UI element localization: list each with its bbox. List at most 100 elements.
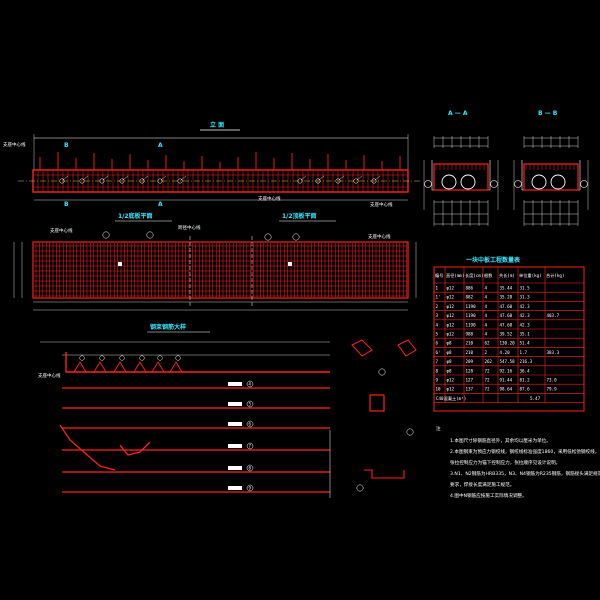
bar-tag-number: 9: [249, 486, 252, 491]
table-cell: 988: [466, 332, 474, 337]
table-cell: 73.0: [547, 378, 558, 383]
anchor-leader: [62, 175, 69, 181]
table-cell: 5: [436, 332, 439, 337]
elevation-view: 立 面 B A B A 支座中心线 支座中心线 支座中心线: [3, 121, 420, 208]
bar-tag-number: 6: [249, 422, 252, 427]
table-cell: 31.3: [520, 295, 531, 300]
note-line: 张拉控制应力为锚下控制应力，张拉顺序见设计说明。: [450, 459, 560, 466]
bar-tag-circle: [246, 464, 254, 472]
table-cell: φ12: [447, 378, 455, 383]
table-header-cell: 编号: [435, 272, 443, 279]
anchor-leader: [122, 175, 129, 181]
table-cell: 4.20: [500, 350, 511, 355]
table-cell: 1: [436, 286, 439, 291]
table-header-cell: 根数: [484, 272, 493, 279]
anchor-leader: [180, 175, 187, 181]
table-cell: 35.1: [520, 332, 531, 337]
bar-tag: [228, 486, 242, 490]
hook-marker: [175, 355, 181, 361]
table-header-cell: 长度(cm): [465, 272, 483, 279]
anchor-leader: [338, 175, 345, 181]
anchor-leader: [356, 175, 363, 181]
bar-tag: [228, 402, 242, 406]
table-cell: 47.60: [500, 313, 513, 318]
elevation-left-label: 支座中心线: [3, 141, 26, 148]
quantity-table: 一块中板工程数量表 编号直径(mm)长度(cm)根数共长(m)单位重(kg)合计…: [433, 256, 585, 412]
table-cell: 92.16: [500, 368, 513, 373]
table-cell: 47.60: [500, 304, 513, 309]
table-cell: 2: [436, 304, 439, 309]
table-footer-label: C40混凝土(m³): [436, 395, 466, 402]
table-cell: 7: [436, 359, 439, 364]
bar-tag-circle: [246, 380, 254, 388]
bar-tag: [228, 382, 242, 386]
table-cell: 42.3: [520, 322, 531, 327]
plan-left-label: 支座中心线: [50, 227, 73, 234]
table-cell: φ12: [447, 286, 455, 291]
table-header-cell: 直径(mm): [446, 272, 464, 278]
table-cell: 4: [436, 322, 439, 327]
table-cell: 8: [436, 368, 439, 373]
table-cell: 128: [466, 368, 474, 373]
note-line: 1.本图尺寸除钢筋直径外，其余均以厘米为单位。: [450, 437, 551, 444]
bar-tag-number: 5: [249, 402, 252, 407]
table-cell: 9: [436, 378, 439, 383]
table-cell: 1.7: [520, 350, 528, 355]
table-cell: φ12: [447, 295, 455, 300]
notes-block: 注 1.本图尺寸除钢筋直径外，其余均以厘米为单位。2.本图钢束为预应力钢绞线，钢…: [436, 425, 600, 499]
detail-left-label: 支座中心线: [38, 372, 61, 379]
section-bb: B — B: [513, 110, 589, 226]
table-cell: 209: [466, 359, 474, 364]
table-cell: φ8: [447, 359, 453, 364]
table-cell: 62: [485, 341, 491, 346]
table-cell: 91.44: [500, 378, 513, 383]
elevation-title: 立 面: [210, 121, 224, 129]
rebar-hook: [73, 361, 87, 373]
bar-tag-number: 7: [249, 444, 252, 449]
table-cell: 36.4: [520, 368, 531, 373]
plan-left-title: 1/2底板平面: [118, 212, 153, 220]
table-cell: 4: [485, 304, 488, 309]
table-cell: φ12: [447, 332, 455, 337]
anchor-leader: [374, 175, 381, 181]
table-cell: 98.64: [500, 387, 513, 392]
elevation-right-label: 支座中心线: [370, 201, 393, 208]
note-line: 3.N1、N2钢筋为HRB335，N3、N4钢筋为R235钢筋，钢筋接头满足规范: [450, 470, 600, 477]
table-cell: 4: [485, 295, 488, 300]
rebar-hook: [169, 361, 183, 373]
hook-marker: [79, 355, 85, 361]
table-cell: 6': [436, 350, 441, 355]
table-cell: φ12: [447, 304, 455, 309]
table-cell: 39.52: [500, 332, 513, 337]
table-cell: 127: [466, 378, 474, 383]
table-cell: 35.44: [500, 286, 513, 291]
hook-marker: [139, 355, 145, 361]
table-header-cell: 合计(kg): [546, 272, 564, 279]
table-cell: 403.7: [547, 313, 560, 318]
table-cell: 886: [466, 286, 474, 291]
section-aa-title: A — A: [448, 110, 468, 117]
section-mark-a-bottom: A: [158, 201, 163, 208]
table-cell: 72: [485, 378, 491, 383]
anchor-leader: [82, 175, 89, 181]
table-cell: 130.20: [500, 341, 516, 346]
table-cell: 262: [485, 359, 493, 364]
anchor-leader: [102, 175, 109, 181]
bar-tag: [228, 422, 242, 426]
bar-tag-number: 4: [249, 382, 252, 387]
table-cell: 42.3: [520, 313, 531, 318]
bar-tag-circle: [246, 442, 254, 450]
table-cell: 2: [485, 350, 488, 355]
table-cell: 137: [466, 387, 474, 392]
rebar-hook: [93, 361, 107, 373]
hook-marker: [119, 355, 125, 361]
table-cell: 42.3: [520, 304, 531, 309]
table-cell: 4: [485, 313, 488, 318]
hook-marker: [99, 355, 105, 361]
rebar-hook: [133, 361, 147, 373]
table-cell: 547.58: [500, 359, 516, 364]
table-cell: 35.28: [500, 295, 513, 300]
table-cell: 1': [436, 295, 441, 300]
